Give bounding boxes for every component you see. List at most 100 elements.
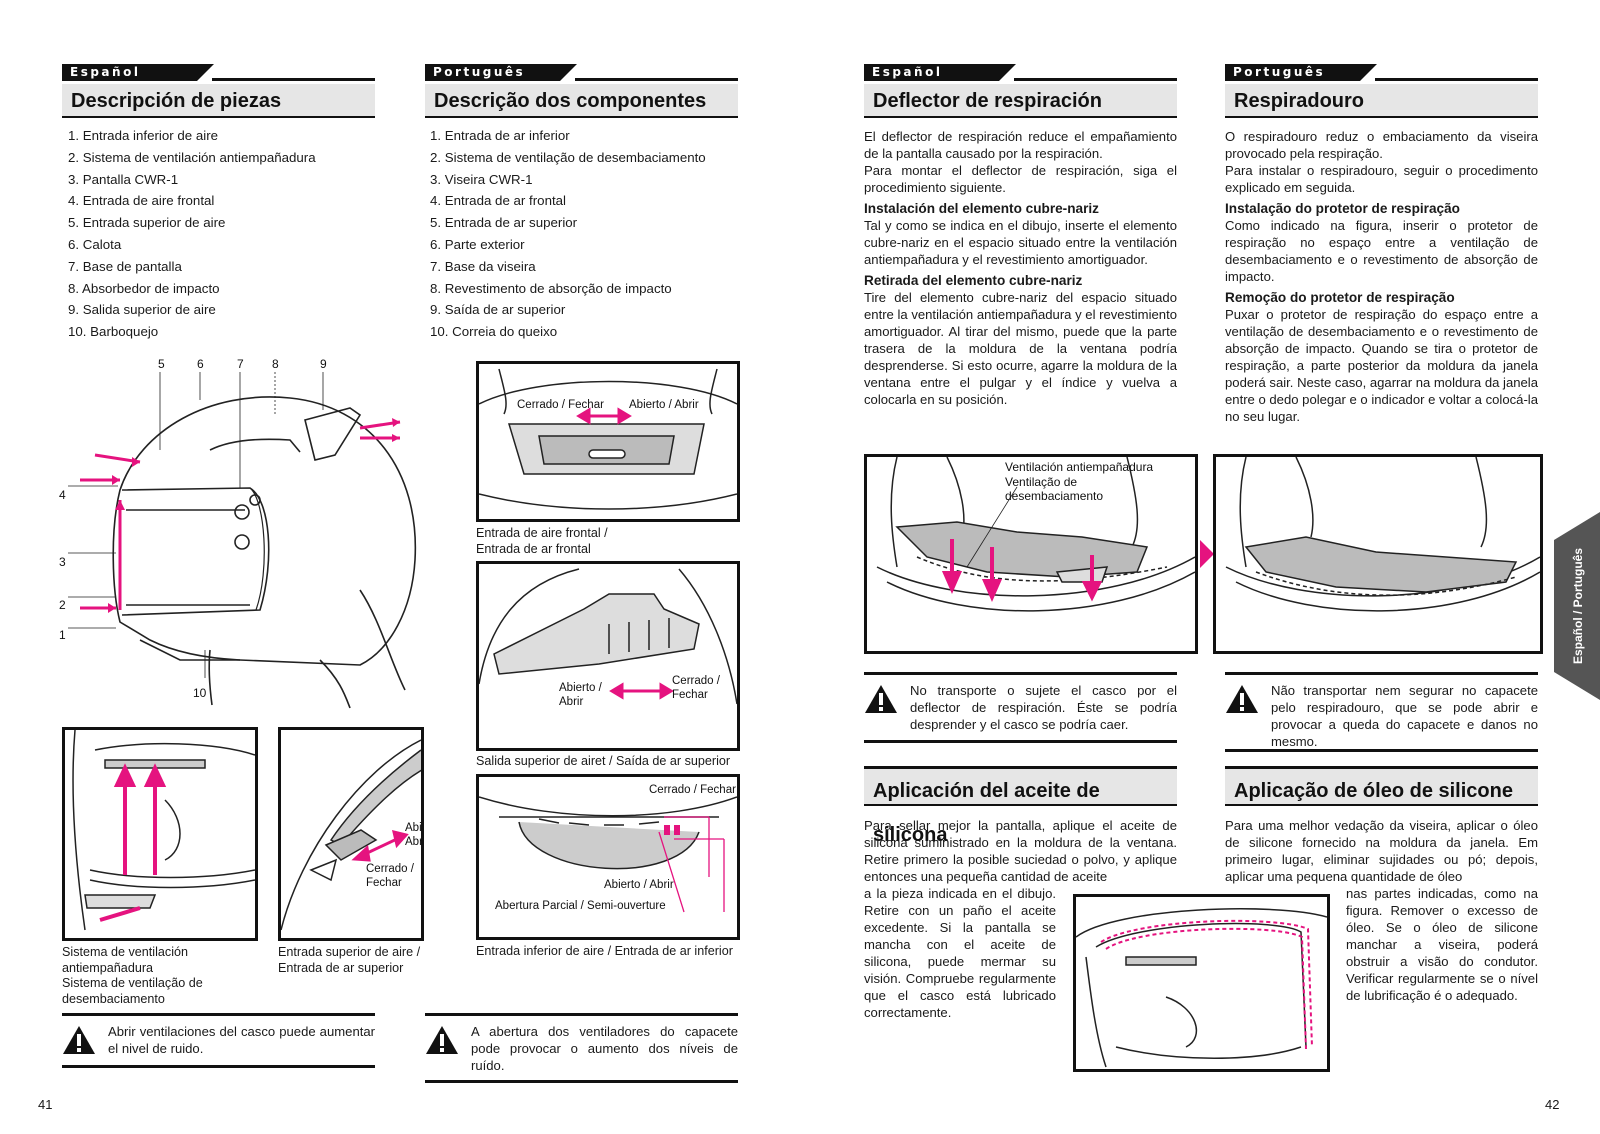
top-exhaust-caption: Salida superior de airet / Saída de ar s… bbox=[476, 754, 731, 768]
list-item: 3. Pantalla CWR-1 bbox=[68, 171, 179, 187]
section-tag-es-deflector: Español bbox=[864, 64, 1177, 81]
upper-intake-figure: Abierto / Abrir Cerrado / Fechar bbox=[278, 727, 424, 941]
upper-intake-caption: Entrada superior de aire / Entrada de ar… bbox=[278, 945, 421, 975]
front-vent-caption: Entrada de aire frontal / Entrada de ar … bbox=[476, 526, 608, 556]
list-item: 10. Correia do queixo bbox=[430, 324, 558, 340]
silicone-text-pt-a: Para uma melhor vedação da viseira, apli… bbox=[1225, 818, 1538, 884]
paragraph: El deflector de respiración reduce el em… bbox=[864, 129, 1177, 161]
front-vent-closed-label: Cerrado / Fechar bbox=[517, 399, 604, 411]
tag-rule bbox=[575, 78, 738, 81]
callout-5: 5 bbox=[158, 357, 165, 371]
bottom-intake-illustration bbox=[479, 796, 737, 913]
callout-8: 8 bbox=[272, 357, 279, 371]
silicone-text-pt-b: nas partes indicadas, como na figura. Re… bbox=[1346, 886, 1538, 1003]
paragraph: Para montar el deflector de respiración,… bbox=[864, 163, 1177, 195]
section-tag-pt-deflector: Português bbox=[1225, 64, 1538, 81]
top-exhaust-open-label: Abierto / Abrir bbox=[559, 682, 602, 708]
list-item: 4. Entrada de ar frontal bbox=[430, 193, 567, 209]
page-number-right: 42 bbox=[1545, 1097, 1560, 1112]
warning-icon bbox=[1226, 685, 1258, 713]
section-title: Descrição dos componentes bbox=[425, 84, 738, 118]
subheading: Retirada del elemento cubre-nariz bbox=[864, 273, 1083, 288]
antifog-vent-illustration bbox=[72, 730, 255, 931]
paragraph: Como indicado na figura, inserir o prote… bbox=[1225, 218, 1538, 284]
warning-text: Não transportar nem segurar no capacete … bbox=[1271, 683, 1538, 749]
front-vent-figure: Cerrado / Fechar Abierto / Abrir bbox=[476, 361, 740, 522]
tag-rule bbox=[1375, 78, 1538, 81]
warning-box-pt: A abertura dos ventiladores do capacete … bbox=[425, 1013, 738, 1083]
subheading: Instalação do protetor de respiração bbox=[1225, 201, 1460, 216]
list-item: 8. Absorbedor de impacto bbox=[68, 280, 220, 296]
list-item: 6. Parte exterior bbox=[430, 236, 525, 252]
callout-3: 3 bbox=[59, 555, 66, 569]
silicone-text-es-b: a la pieza indicada en el dibujo. Retire… bbox=[864, 886, 1056, 1020]
silicone-application-illustration bbox=[1076, 908, 1327, 1068]
section-tag-pt-parts: Português bbox=[425, 64, 738, 81]
top-exhaust-illustration bbox=[479, 568, 737, 705]
language-tag: Português bbox=[1225, 64, 1377, 81]
list-item: 7. Base de pantalla bbox=[68, 258, 182, 274]
callout-2: 2 bbox=[59, 598, 66, 612]
silicone-text-es-a: Para sellar mejor la pantalla, aplique e… bbox=[864, 818, 1177, 884]
warning-text: Abrir ventilaciones del casco puede aume… bbox=[108, 1024, 375, 1056]
side-tab-label: Español / Português bbox=[1571, 548, 1585, 664]
callout-7: 7 bbox=[237, 357, 244, 371]
deflector-install-figure: Ventilación antiempañadura Ventilação de… bbox=[864, 454, 1198, 654]
top-exhaust-closed-label: Cerrado / Fechar bbox=[672, 675, 720, 701]
page-number-left: 41 bbox=[38, 1097, 53, 1112]
callout-1: 1 bbox=[59, 628, 66, 642]
subheading: Remoção do protetor de respiração bbox=[1225, 290, 1455, 305]
deflector-install-illustration bbox=[876, 457, 1195, 612]
callout-9: 9 bbox=[320, 357, 327, 371]
warning-icon bbox=[63, 1026, 95, 1054]
warning-box-deflector-es: No transporte o sujete el casco por el d… bbox=[864, 672, 1177, 743]
section-title: Respiradouro bbox=[1225, 84, 1538, 118]
list-item: 3. Viseira CWR-1 bbox=[430, 171, 533, 187]
tag-rule bbox=[1014, 78, 1177, 81]
upper-intake-closed-label: Cerrado / Fechar bbox=[366, 863, 414, 889]
warning-icon bbox=[426, 1026, 458, 1054]
language-tag: Español bbox=[62, 64, 214, 81]
deflector-text-pt: O respiradouro reduz o embaciamento da v… bbox=[1225, 128, 1538, 425]
bottom-intake-caption: Entrada inferior de aire / Entrada de ar… bbox=[476, 944, 733, 958]
front-vent-open-label: Abierto / Abrir bbox=[629, 399, 699, 411]
subheading: Instalación del elemento cubre-nariz bbox=[864, 201, 1099, 216]
front-vent-illustration bbox=[479, 368, 737, 510]
bottom-intake-open-label: Abierto / Abrir bbox=[604, 879, 674, 891]
list-item: 1. Entrada de ar inferior bbox=[430, 128, 570, 143]
paragraph: Puxar o protetor de respiração do espaço… bbox=[1225, 307, 1538, 424]
antifog-vent-caption: Sistema de ventilación antiempañadura Si… bbox=[62, 945, 203, 1006]
list-item: 2. Sistema de ventilación antiempañadura bbox=[68, 149, 316, 165]
paragraph: O respiradouro reduz o embaciamento da v… bbox=[1225, 129, 1538, 161]
parts-list-es: 1. Entrada inferior de aire 2. Sistema d… bbox=[40, 125, 370, 343]
paragraph: Para instalar o respiradouro, seguir o p… bbox=[1225, 163, 1538, 195]
warning-text: No transporte o sujete el casco por el d… bbox=[910, 683, 1177, 732]
callout-6: 6 bbox=[197, 357, 204, 371]
paragraph: Tire del elemento cubre-nariz del espaci… bbox=[864, 290, 1177, 407]
callout-10: 10 bbox=[193, 686, 207, 700]
warning-box-es: Abrir ventilaciones del casco puede aume… bbox=[62, 1013, 375, 1068]
silicone-application-figure bbox=[1073, 894, 1330, 1072]
list-item: 7. Base da viseira bbox=[430, 258, 536, 274]
language-tag: Español bbox=[864, 64, 1016, 81]
upper-intake-open-label: Abierto / Abrir bbox=[405, 822, 423, 848]
list-item: 1. Entrada inferior de aire bbox=[68, 128, 219, 143]
parts-list-pt: 1. Entrada de ar inferior 2. Sistema de … bbox=[402, 125, 742, 343]
top-exhaust-figure: Abierto / Abrir Cerrado / Fechar bbox=[476, 561, 740, 751]
arrow-right-icon bbox=[1200, 540, 1214, 568]
paragraph: Tal y como se indica en el dibujo, inser… bbox=[864, 218, 1177, 267]
list-item: 4. Entrada de aire frontal bbox=[68, 193, 215, 209]
antifog-vent-label: Ventilación antiempañadura Ventilação de… bbox=[1005, 460, 1154, 503]
list-item: 8. Revestimento de absorção de impacto bbox=[430, 280, 672, 296]
bottom-intake-partial-label: Abertura Parcial / Semi-ouverture bbox=[495, 900, 666, 912]
antifog-vent-figure bbox=[62, 727, 258, 941]
section-title: Aplicação de óleo de silicone bbox=[1225, 766, 1538, 806]
section-title: Deflector de respiración bbox=[864, 84, 1177, 118]
list-item: 9. Salida superior de aire bbox=[68, 302, 216, 318]
tag-rule bbox=[212, 78, 375, 81]
upper-intake-illustration bbox=[281, 739, 421, 931]
list-item: 9. Saída de ar superior bbox=[430, 302, 566, 318]
list-item: 10. Barboquejo bbox=[68, 324, 159, 340]
warning-text: A abertura dos ventiladores do capacete … bbox=[471, 1024, 738, 1073]
helmet-side-illustration bbox=[68, 372, 417, 709]
